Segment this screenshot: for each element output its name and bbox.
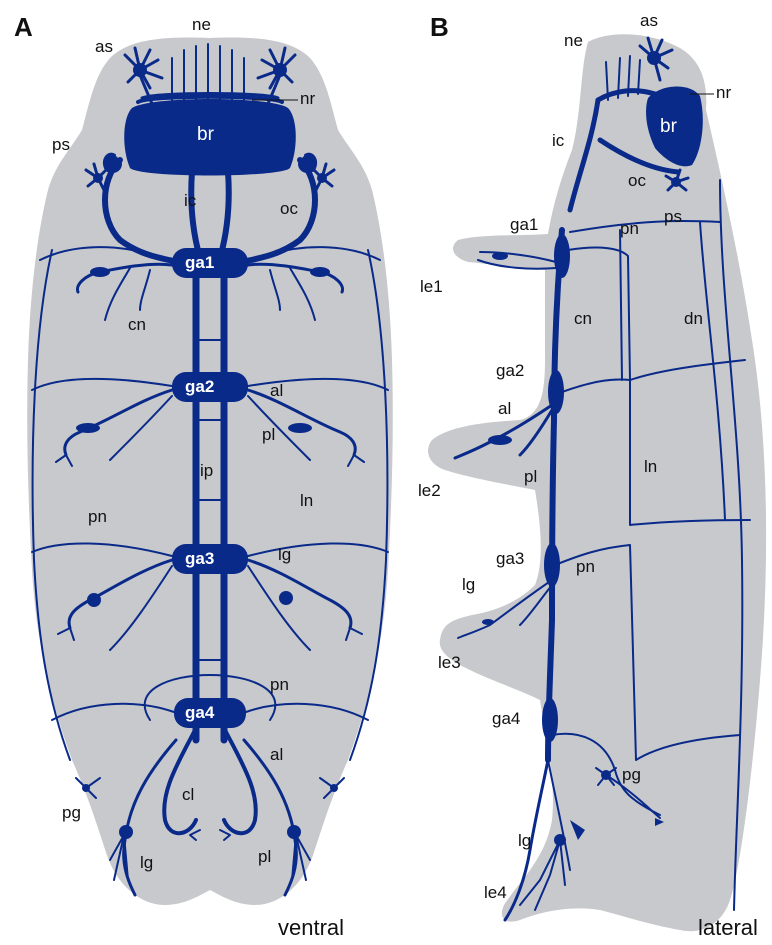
label-a-ne: ne (192, 15, 211, 34)
label-a-cn: cn (128, 315, 146, 334)
label-b-lg: lg (462, 575, 475, 594)
panel-b: B (418, 11, 766, 940)
label-a-as: as (95, 37, 113, 56)
label-a-pn2: pn (270, 675, 289, 694)
label-a-al2: al (270, 745, 283, 764)
label-a-lg2: lg (140, 853, 153, 872)
label-b-dn: dn (684, 309, 703, 328)
label-a-ps: ps (52, 135, 70, 154)
label-a-pl2: pl (258, 847, 271, 866)
label-b-pl: pl (524, 467, 537, 486)
label-b-oc: oc (628, 171, 646, 190)
label-b-le3: le3 (438, 653, 461, 672)
label-b-ne: ne (564, 31, 583, 50)
label-b-al: al (498, 399, 511, 418)
label-b-le4: le4 (484, 883, 507, 902)
label-b-br: br (660, 116, 678, 137)
label-a-oc: oc (280, 199, 298, 218)
label-a-ga3: ga3 (185, 549, 214, 568)
label-b-ga1: ga1 (510, 215, 538, 234)
label-a-pn: pn (88, 507, 107, 526)
panel-b-view: lateral (698, 915, 758, 940)
label-b-lg2: lg (518, 831, 531, 850)
label-b-ga4: ga4 (492, 709, 520, 728)
panel-b-letter: B (430, 12, 449, 42)
label-b-ln: ln (644, 457, 657, 476)
label-b-ga3: ga3 (496, 549, 524, 568)
panel-b-body (428, 34, 766, 931)
label-b-as: as (640, 11, 658, 30)
label-a-ga4: ga4 (185, 703, 215, 722)
label-a-pl: pl (262, 425, 275, 444)
panel-a: A (14, 12, 393, 940)
label-b-ps: ps (664, 207, 682, 226)
label-a-ic: ic (184, 191, 197, 210)
label-a-cl: cl (182, 785, 194, 804)
label-a-br: br (197, 124, 215, 145)
label-a-lg: lg (278, 545, 291, 564)
label-a-pg: pg (62, 803, 81, 822)
label-b-pg: pg (622, 765, 641, 784)
label-a-nr: nr (300, 89, 315, 108)
label-b-le1: le1 (420, 277, 443, 296)
label-a-ip: ip (200, 461, 213, 480)
label-b-pn2: pn (576, 557, 595, 576)
label-a-al: al (270, 381, 283, 400)
label-b-nr: nr (716, 83, 731, 102)
label-a-ln: ln (300, 491, 313, 510)
label-b-pn: pn (620, 219, 639, 238)
label-b-cn: cn (574, 309, 592, 328)
label-a-ga1: ga1 (185, 253, 214, 272)
label-b-le2: le2 (418, 481, 441, 500)
panel-a-view: ventral (278, 915, 344, 940)
panel-a-letter: A (14, 12, 33, 42)
label-b-ic: ic (552, 131, 565, 150)
label-b-ga2: ga2 (496, 361, 524, 380)
label-a-ga2: ga2 (185, 377, 214, 396)
